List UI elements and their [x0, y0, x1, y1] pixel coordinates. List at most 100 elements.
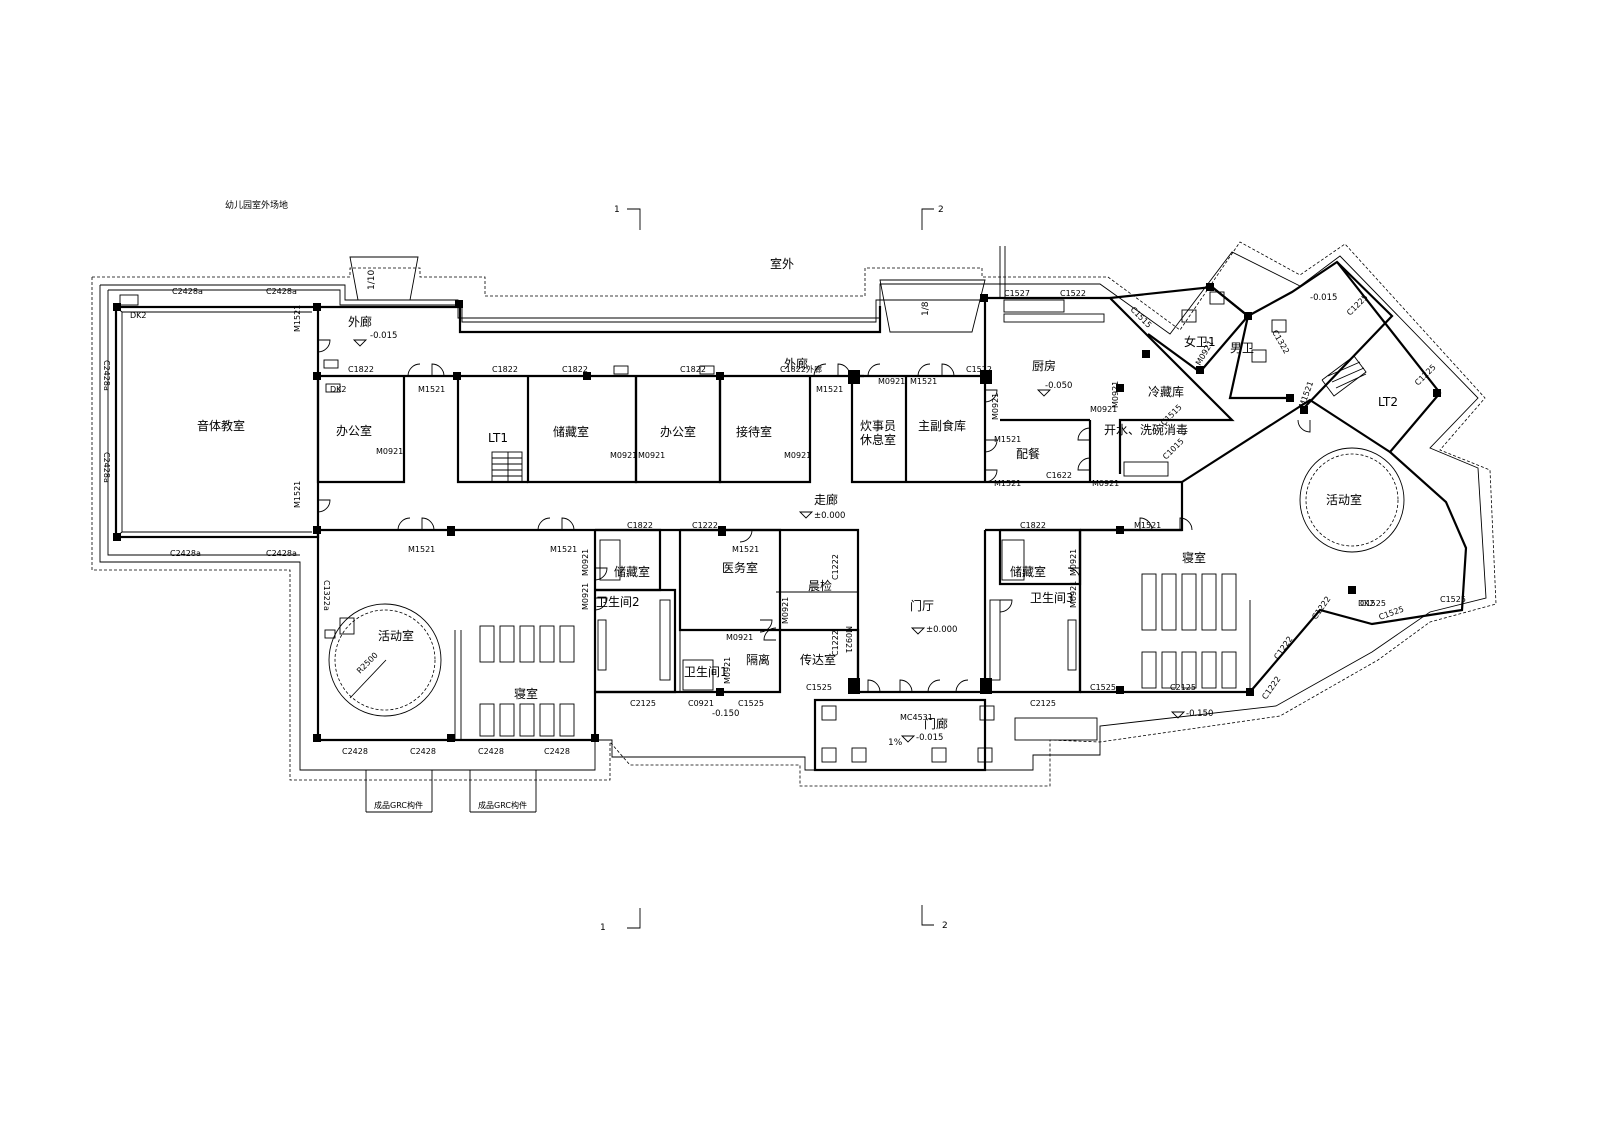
door-m0921-i: M0921	[581, 549, 590, 576]
door-swing	[1077, 457, 1091, 471]
section-mark-1-top: 1	[614, 205, 620, 215]
room-toilet-1: 卫生间1	[684, 665, 728, 679]
elev-lt2-top: -0.015	[1310, 293, 1337, 303]
win-c1622: C1622	[1046, 471, 1072, 480]
win-left-2: C2428a	[102, 452, 111, 483]
left-bedroom-bed	[519, 703, 535, 737]
win-mc4531: MC4531	[900, 713, 933, 722]
win-c1522-a: C1522	[1060, 289, 1086, 298]
door-swing	[407, 363, 421, 377]
room-office-2: 办公室	[660, 424, 696, 439]
room-music: 音体教室	[197, 418, 245, 433]
door-swings	[317, 339, 1311, 693]
door-swing	[594, 567, 608, 581]
section-mark-1-bottom: 1	[600, 923, 606, 933]
grc-label-right: 成品GRC构件	[478, 800, 527, 810]
win-c1222-d: C1222	[1272, 635, 1294, 661]
door-swing	[867, 363, 881, 377]
door-swing	[984, 469, 998, 483]
win-c1515-a: C1515	[1129, 305, 1154, 330]
door-swing	[759, 619, 773, 633]
room-storage-right: 储藏室	[1010, 564, 1046, 579]
door-swing	[317, 499, 331, 513]
stair-lt2	[1321, 355, 1367, 397]
room-cook-rest-1: 炊事员	[860, 419, 896, 433]
room-cold-storage: 冷藏库	[1148, 384, 1184, 399]
win-top-1: C2428a	[172, 287, 203, 296]
door-m1521-g: M1521	[293, 481, 302, 508]
activity-circle-left	[328, 603, 442, 717]
porch-slope: 1%	[888, 738, 903, 748]
win-c1822-a: C1822	[348, 365, 374, 374]
door-m0921-m: M0921	[844, 626, 853, 653]
bed-grid	[479, 573, 1237, 737]
win-c2428-a: C2428	[342, 747, 368, 756]
win-c1525-f: C1525	[1360, 599, 1386, 608]
win-c1822-d: C1822	[680, 365, 706, 374]
right-bedroom-bed	[1181, 651, 1197, 689]
grc-label-left: 成品GRC构件	[374, 800, 423, 810]
door-m1521-h: M1521	[408, 545, 435, 554]
win-bot-1: C2428a	[170, 549, 201, 558]
room-reception: 接待室	[736, 424, 772, 439]
door-swing	[397, 517, 411, 531]
win-c1222-b: C1222	[831, 554, 840, 580]
door-swing	[984, 389, 998, 403]
door-m0921-h: M0921	[1092, 479, 1119, 488]
win-c2428-c: C2428	[478, 747, 504, 756]
left-bedroom-bed	[499, 625, 515, 663]
room-activity-left: 活动室	[378, 628, 414, 643]
room-bedroom-left: 寝室	[514, 686, 538, 701]
room-toilet-2: 卫生间2	[596, 595, 640, 609]
left-bedroom-bed	[519, 625, 535, 663]
door-m0921-a: M0921	[376, 447, 403, 456]
win-bot-2: C2428a	[266, 549, 297, 558]
door-m1521-l: M1521	[1297, 380, 1315, 409]
elev-low-right: -0.150	[1186, 709, 1213, 719]
room-morning-check: 晨检	[808, 578, 832, 593]
win-left-1: C2428a	[102, 360, 111, 391]
door-m1521-c: M1521	[816, 385, 843, 394]
room-female-wc: 女卫1	[1184, 334, 1216, 349]
right-bedroom-bed	[1201, 573, 1217, 631]
outer-wall-offset	[99, 251, 1487, 771]
ramp-right-slope: 1/8	[921, 301, 931, 316]
left-bedroom-bed	[559, 703, 575, 737]
dk2-b: DK2	[330, 385, 347, 394]
elev-outer-corridor: -0.015	[370, 331, 397, 341]
door-swing	[763, 627, 777, 641]
room-porch: 门廊	[924, 716, 948, 731]
win-c1822-left: C1822	[627, 521, 653, 530]
door-m0921-k: M0921	[726, 633, 753, 642]
room-isolation: 隔离	[746, 652, 770, 667]
door-m1521-k: M1521	[1134, 521, 1161, 530]
door-swing	[421, 517, 435, 531]
right-bedroom-bed	[1181, 573, 1197, 631]
door-swing	[837, 363, 851, 377]
win-c2125-c: C2125	[1170, 683, 1196, 692]
door-swing	[431, 363, 445, 377]
door-swing	[1179, 517, 1193, 531]
room-guard: 传达室	[800, 652, 836, 667]
win-c1525-b: C1525	[738, 699, 764, 708]
win-c1822-b: C1822	[492, 365, 518, 374]
room-serving: 配餐	[1016, 446, 1040, 461]
win-c1527: C1527	[1004, 289, 1030, 298]
door-swing	[1077, 427, 1091, 441]
outdoor-label: 室外	[770, 256, 794, 271]
win-c2428-b: C2428	[410, 747, 436, 756]
dk2-a: DK2	[130, 311, 147, 320]
door-swing	[594, 597, 608, 611]
door-m1521-i: M1521	[550, 545, 577, 554]
site-boundary	[91, 241, 1497, 787]
dk2-c: DK2	[1358, 599, 1375, 608]
room-bedroom-right: 寝室	[1182, 550, 1206, 565]
door-m0921-o: M0921	[1069, 549, 1078, 576]
door-swing	[927, 679, 941, 693]
section-mark-2-bottom: 2	[942, 921, 948, 931]
right-bedroom-bed	[1221, 651, 1237, 689]
win-c2428-d: C2428	[544, 747, 570, 756]
win-c1822-wai: C1822外廊	[780, 364, 822, 374]
room-outer-corridor: 外廊	[348, 314, 372, 329]
win-c1525-d: C1525	[1440, 595, 1466, 604]
